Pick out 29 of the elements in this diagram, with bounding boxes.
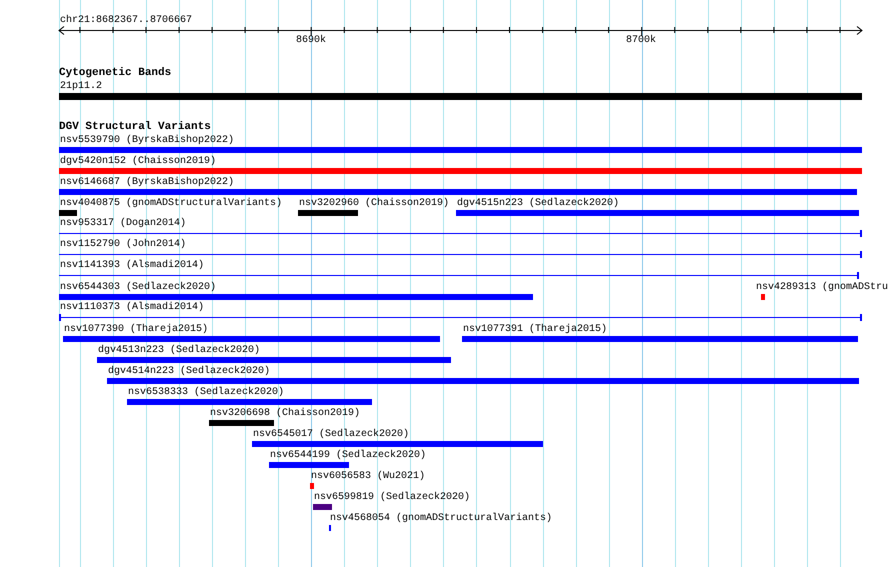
variant-label: nsv6538333 (Sedlazeck2020) xyxy=(127,387,284,398)
tick-label: 8690k xyxy=(296,35,326,46)
variant-label: nsv1077391 (Thareja2015) xyxy=(462,324,608,335)
variant-label: nsv6544303 (Sedlazeck2020) xyxy=(59,282,216,293)
location-label: chr21:8682367..8706667 xyxy=(60,15,192,26)
track-title: DGV Structural Variants xyxy=(59,121,211,133)
variant-label: nsv4289313 (gnomADStru xyxy=(755,282,888,293)
variant-label: nsv6545017 (Sedlazeck2020) xyxy=(252,429,410,440)
variant-label: nsv1110373 (Alsmadi2014) xyxy=(59,302,204,313)
variant-label: nsv953317 (Dogan2014) xyxy=(59,218,186,229)
variant-label: nsv3206698 (Chaisson2019) xyxy=(209,408,360,419)
variant-label: dgv4514n223 (Sedlazeck2020) xyxy=(107,366,270,377)
variant-label: nsv6146687 (ByrskaBishop2022) xyxy=(59,177,234,188)
variant-label: dgv5420n152 (Chaisson2019) xyxy=(59,156,216,167)
variant-label: nsv1141393 (Alsmadi2014) xyxy=(59,260,204,271)
variant-label: nsv3202960 (Chaisson2019) xyxy=(298,198,450,209)
variant-label: dgv4515n223 (Sedlazeck2020) xyxy=(456,198,620,209)
track-title: Cytogenetic Bands xyxy=(59,67,172,79)
variant-label: nsv4040875 (gnomADStructuralVariants) xyxy=(59,198,282,209)
variant-label: nsv6599819 (Sedlazeck2020) xyxy=(313,492,470,503)
variant-label: nsv1077390 (Thareja2015) xyxy=(63,324,208,335)
variant-label: nsv6544199 (Sedlazeck2020) xyxy=(269,450,426,461)
variant-label: nsv1152790 (John2014) xyxy=(59,239,186,250)
variant-label: dgv4513n223 (Sedlazeck2020) xyxy=(97,345,260,356)
tick-label: 8700k xyxy=(626,35,656,46)
variant-label: nsv4568054 (gnomADStructuralVariants) xyxy=(329,513,552,524)
variant-label: nsv6056583 (Wu2021) xyxy=(310,471,426,482)
band-label: 21p11.2 xyxy=(59,81,102,92)
variant-label: nsv5539790 (ByrskaBishop2022) xyxy=(59,135,234,146)
